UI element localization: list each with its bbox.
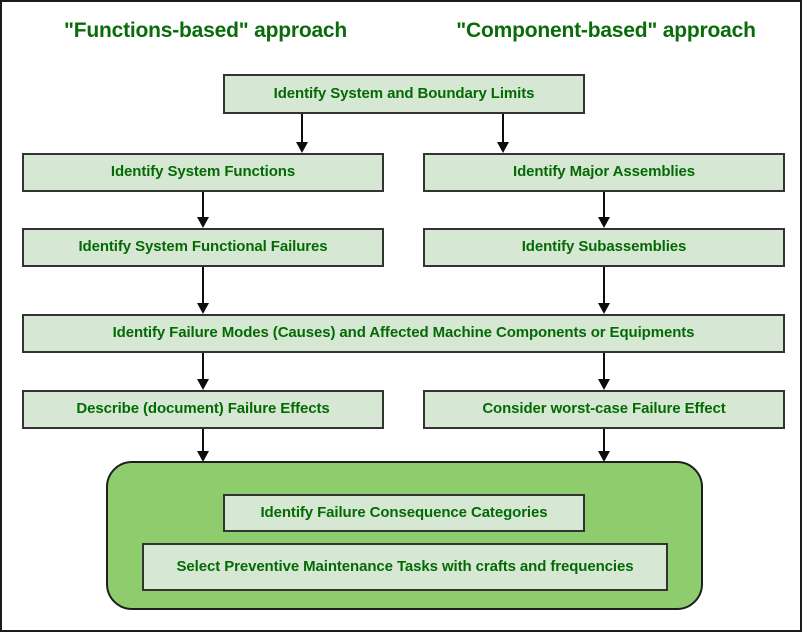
node-identify-failure-modes[interactable]: Identify Failure Modes (Causes) and Affe… [22, 314, 785, 353]
node-identify-failure-consequence-categories[interactable]: Identify Failure Consequence Categories [223, 494, 585, 532]
node-identify-subassemblies[interactable]: Identify Subassemblies [423, 228, 785, 267]
node-identify-major-assemblies[interactable]: Identify Major Assemblies [423, 153, 785, 192]
column-header-component-based: "Component-based" approach [456, 19, 756, 42]
node-describe-failure-effects[interactable]: Describe (document) Failure Effects [22, 390, 384, 429]
node-identify-system-and-boundary-limits[interactable]: Identify System and Boundary Limits [223, 74, 585, 114]
column-header-functions-based: "Functions-based" approach [63, 19, 348, 42]
node-consider-worst-case-failure-effect[interactable]: Consider worst-case Failure Effect [423, 390, 785, 429]
node-select-preventive-maintenance-tasks[interactable]: Select Preventive Maintenance Tasks with… [142, 543, 668, 591]
node-identify-system-functional-failures[interactable]: Identify System Functional Failures [22, 228, 384, 267]
node-identify-system-functions[interactable]: Identify System Functions [22, 153, 384, 192]
